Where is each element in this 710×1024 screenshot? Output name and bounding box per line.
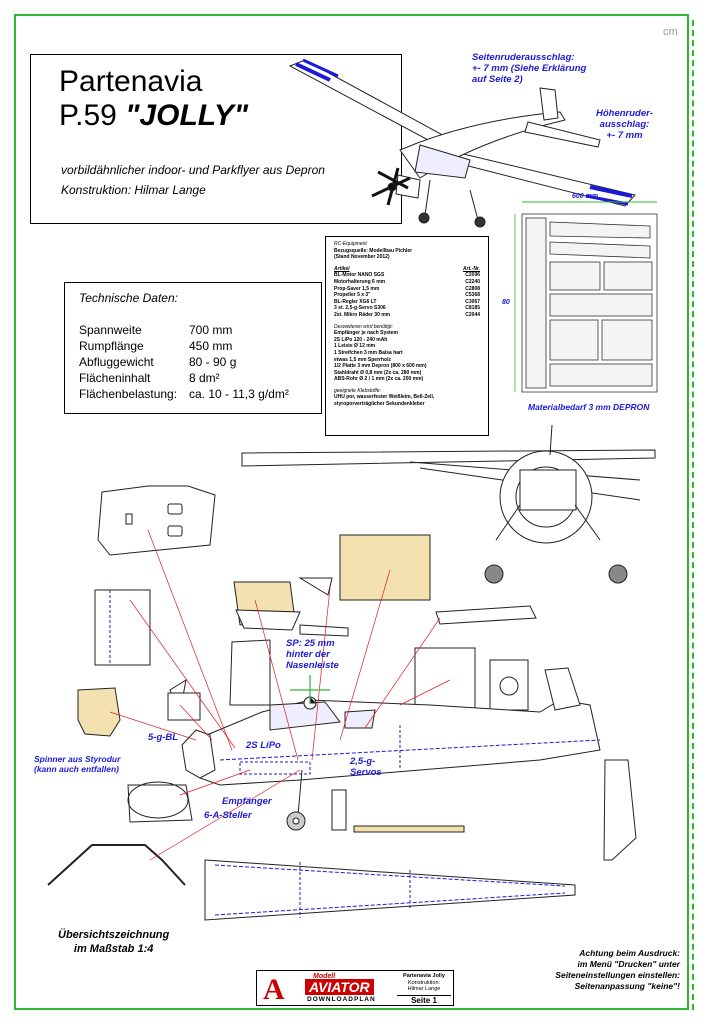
page-edge-dashes — [686, 20, 694, 1010]
material-label: Materialbedarf 3 mm DEPRON — [528, 402, 650, 412]
parts-left — [47, 485, 216, 886]
plan-subtitle: vorbildähnlicher indoor- und Parkflyer a… — [61, 163, 325, 177]
rc-also-item: Stahldraht Ø 0,8 mm (2x ca. 280 mm) — [334, 369, 422, 376]
rc-also-heading: Desweiteren wird benötigt: — [334, 323, 393, 330]
servos-label: 2,5-g- Servos — [350, 756, 382, 778]
aviator-logo-block: A Modell AVIATOR DOWNLOADPLAN Partenavia… — [256, 970, 454, 1006]
cg-marker — [290, 675, 330, 703]
page-frame — [14, 14, 689, 1010]
cg-annotation: SP: 25 mm hinter der Nasenleiste — [286, 638, 339, 671]
print-note: Achtung beim Ausdruck: im Menü "Drucken"… — [555, 948, 680, 991]
motor-label: 5-g-BL — [148, 732, 179, 743]
battery-label: 2S LiPo — [246, 740, 281, 751]
rc-glue-heading: geeignete Klebstoffe: — [334, 387, 381, 394]
sheet-height-label: 80 — [502, 299, 510, 306]
leader-lines — [109, 529, 451, 861]
aircraft-3d-illustration — [288, 58, 636, 228]
rc-source: Bezugsquelle: Modellbau Pichler — [334, 247, 413, 254]
overview-caption: Übersichtszeichnung im Maßstab 1:4 — [58, 929, 170, 955]
rc-also-item: ABS-Rohr Ø 2 / 1 mm (2x ca. 200 mm) — [334, 376, 424, 383]
depron-sheet-layout — [514, 201, 658, 393]
rc-item: Propeller 5 x 3"C5368 — [334, 292, 480, 299]
tech-row: Flächenbelastung:ca. 10 - 11,3 g/dm² — [79, 387, 289, 401]
rc-heading: RC-Equipment — [334, 241, 367, 247]
aviator-logo-name: AVIATOR — [305, 979, 374, 995]
plan-model: P.59 "JOLLY" — [59, 99, 249, 132]
rc-also-item: etwas 1,5 mm Sperrholz — [334, 356, 391, 363]
title-block: Partenavia P.59 "JOLLY" vorbildähnlicher… — [30, 54, 402, 224]
rc-equipment-box: RC-Equipment Bezugsquelle: Modellbau Pic… — [325, 236, 489, 436]
aviator-logo-modell: Modell — [313, 973, 336, 980]
rc-also-item: 1/2 Platte 3 mm Depron (800 x 600 mm) — [334, 363, 427, 370]
page-number: Seite 1 — [397, 995, 451, 1005]
tech-heading: Technische Daten: — [79, 291, 178, 305]
fuselage-bottom-view — [204, 859, 576, 921]
aviator-logo-letter: A — [263, 973, 285, 1006]
sheet-width-label: 600 mm — [572, 193, 599, 200]
rc-stand: (Stand November 2012) — [334, 254, 390, 261]
esc-label: 6-A-Steller — [204, 810, 252, 821]
rc-also-item: 1 Streifchen 3 mm Balsa hart — [334, 349, 403, 356]
plan-info: Partenavia Jolly Konstruktion: Hilmar La… — [403, 973, 445, 992]
elevator-annotation: Höhenruder- ausschlag: +- 7 mm — [596, 108, 653, 141]
rc-also-item: 1 Leiste Ø 12 mm — [334, 343, 376, 350]
side-view — [181, 534, 637, 861]
plan-constructor: Konstruktion: Hilmar Lange — [61, 183, 206, 197]
spinner-annotation: Spinner aus Styrodur (kann auch entfalle… — [34, 754, 121, 774]
rudder-annotation: Seitenruderausschlag: +- 7 mm (Siehe Erk… — [472, 52, 587, 85]
unit-label: cm — [663, 26, 678, 38]
rc-also-item: 2S LiPo 120 - 240 mAh — [334, 336, 388, 343]
aviator-logo-downloadplan: DOWNLOADPLAN — [307, 996, 376, 1003]
rc-glue-text: UHU por, wasserfester Weißleim, Bell-Zel… — [334, 394, 435, 408]
rc-also-item: Empfänger je nach System — [334, 330, 398, 337]
front-view — [241, 424, 656, 584]
plan-title: Partenavia — [59, 65, 203, 98]
receiver-label: Empfänger — [222, 796, 272, 807]
